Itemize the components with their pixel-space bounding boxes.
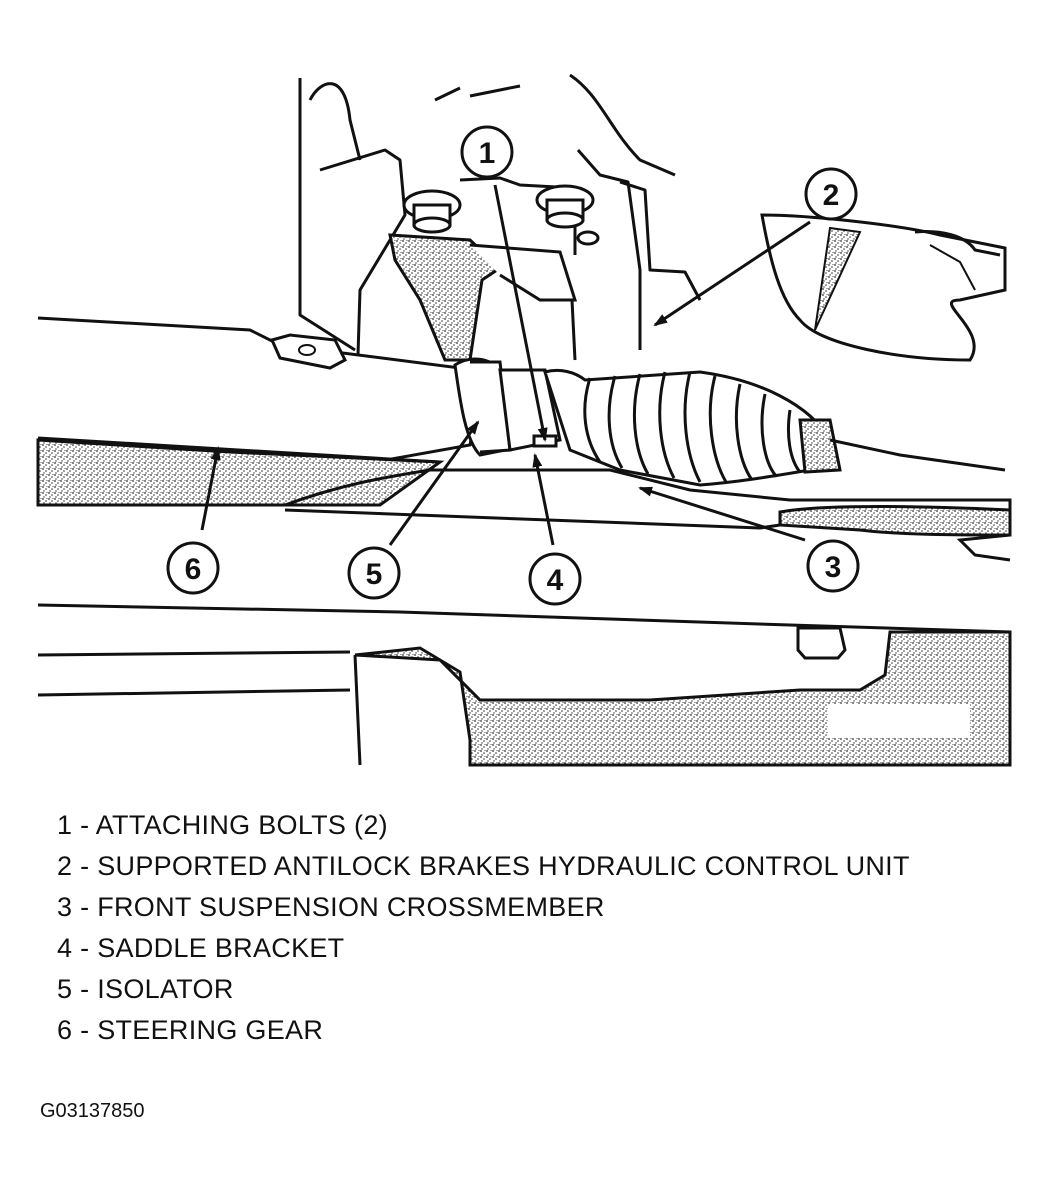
legend: 1 - ATTACHING BOLTS (2) 2 - SUPPORTED AN…	[57, 810, 1017, 1056]
hydraulic-control-unit	[760, 213, 1007, 362]
front-suspension-crossmember	[37, 468, 1012, 697]
mounting-bracket	[388, 233, 578, 362]
steering-gear-mount-illustration: 1 2 3 4 5 6	[36, 73, 1012, 767]
steering-boot	[543, 368, 1006, 487]
figure-id: G03137850	[40, 1100, 145, 1122]
callout-3: 3	[806, 539, 860, 593]
callout-4: 4	[528, 552, 582, 606]
isolator	[453, 357, 512, 457]
legend-item-1: 1 - ATTACHING BOLTS (2)	[57, 810, 388, 840]
legend-item-3: 3 - FRONT SUSPENSION CROSSMEMBER	[57, 892, 605, 922]
svg-text:2: 2	[823, 179, 840, 212]
attaching-bolt	[535, 184, 600, 246]
svg-text:1: 1	[479, 137, 496, 170]
callout-6: 6	[166, 541, 220, 595]
leader-line-5	[388, 420, 480, 546]
svg-text:3: 3	[825, 551, 842, 584]
leader-line-3	[638, 486, 806, 542]
legend-item-5: 5 - ISOLATOR	[57, 974, 234, 1004]
frame-rail	[353, 626, 1012, 767]
leader-line-2	[653, 220, 811, 327]
callout-1: 1	[460, 125, 514, 179]
callout-5: 5	[347, 546, 401, 600]
svg-text:5: 5	[366, 558, 383, 591]
callout-2: 2	[804, 167, 858, 221]
svg-text:6: 6	[185, 553, 202, 586]
attaching-bolt	[402, 189, 462, 234]
legend-item-6: 6 - STEERING GEAR	[57, 1015, 324, 1045]
leader-lines	[200, 184, 811, 546]
svg-text:4: 4	[547, 564, 564, 597]
leader-line-1	[493, 184, 548, 442]
leader-line-6	[200, 446, 221, 531]
leader-line-4	[532, 453, 555, 546]
steering-gear	[36, 316, 482, 507]
legend-item-4: 4 - SADDLE BRACKET	[57, 933, 345, 963]
legend-item-2: 2 - SUPPORTED ANTILOCK BRAKES HYDRAULIC …	[57, 851, 910, 881]
